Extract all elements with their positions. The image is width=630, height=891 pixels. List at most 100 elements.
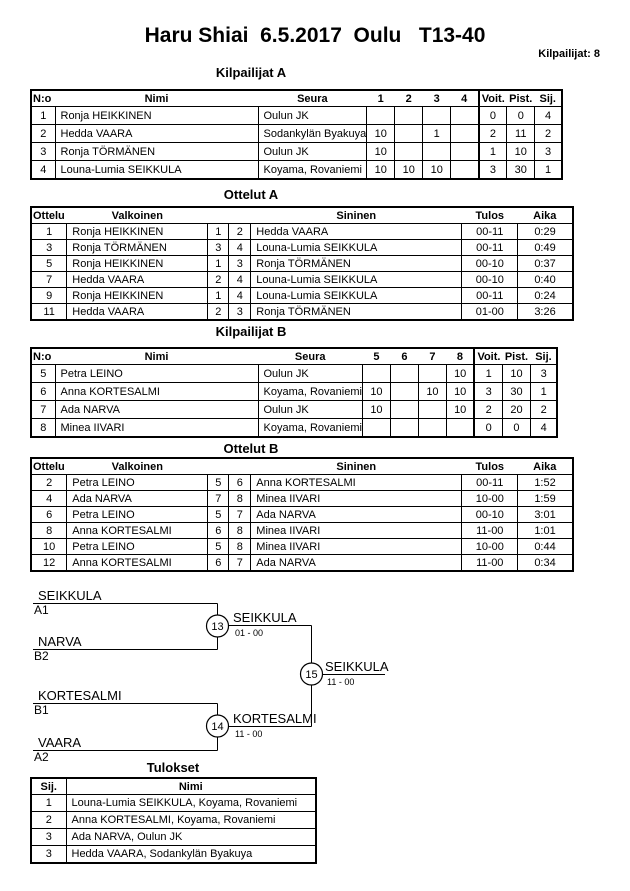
cell-r-0 xyxy=(361,364,391,383)
col-header-result: Tulos xyxy=(475,460,505,473)
cell-result: 00-11 xyxy=(461,287,519,304)
cell-place: 4 xyxy=(529,418,558,438)
final-match-number: 15 xyxy=(305,669,317,681)
col-header-wno xyxy=(208,458,229,475)
cell-r-2 xyxy=(417,418,447,438)
cell-points: 0 xyxy=(501,418,531,438)
cell-no: 2 xyxy=(30,124,56,143)
cell-time: 0:40 xyxy=(517,271,574,288)
cell-points: 0 xyxy=(506,106,536,125)
cell-time: 0:24 xyxy=(517,287,574,304)
cell-r-1 xyxy=(394,106,424,125)
cell-match: 11 xyxy=(30,303,68,321)
cell-name: Ada NARVA, Oulun JK xyxy=(65,828,317,846)
cell-white: Petra LEINO xyxy=(66,474,209,491)
cell-white: Ronja HEIKKINEN xyxy=(66,223,209,240)
col-header-r1: 1 xyxy=(377,92,384,105)
cell-wno: 7 xyxy=(207,490,230,507)
cell-points: 30 xyxy=(501,382,531,401)
cell-place: 3 xyxy=(534,142,563,161)
cell-name: Hedda VAARA, Sodankylän Byakuya xyxy=(65,845,317,864)
cell-wno: 3 xyxy=(207,239,230,256)
match-15-circle xyxy=(299,662,324,686)
col-header-match: Ottelu xyxy=(33,209,65,222)
col-header-r2: 2 xyxy=(405,92,412,105)
cell-wno: 2 xyxy=(207,271,230,288)
cell-result: 10-00 xyxy=(461,538,519,555)
cell-blue: Ronja TÖRMÄNEN xyxy=(250,303,463,321)
cell-r-1 xyxy=(389,418,419,438)
cell-r-3 xyxy=(450,160,480,180)
semi1-top-name: SEIKKULA xyxy=(38,588,102,603)
cell-blue: Anna KORTESALMI xyxy=(250,474,463,491)
cell-no: 4 xyxy=(30,160,56,180)
cell-place: 1 xyxy=(534,160,563,180)
cell-club: Koyama, Rovaniemi xyxy=(257,418,363,438)
cell-wins: 2 xyxy=(477,124,508,143)
cell-time: 0:34 xyxy=(517,554,574,572)
semi2-score: 11 - 00 xyxy=(235,729,262,739)
header-row: N:o Nimi Seura 5 6 7 8 Voit. Pist. Sij. xyxy=(31,348,557,365)
cell-white: Ronja TÖRMÄNEN xyxy=(66,239,209,256)
cell-r-3 xyxy=(450,106,480,125)
cell-bno: 8 xyxy=(228,490,252,507)
cell-white: Anna KORTESALMI xyxy=(66,554,209,572)
cell-no: 1 xyxy=(30,106,56,125)
cell-result: 00-10 xyxy=(461,506,519,523)
cell-wno: 2 xyxy=(207,303,230,321)
col-header-time: Aika xyxy=(533,460,557,473)
cell-name: Anna KORTESALMI xyxy=(54,382,259,401)
col-header-no: N:o xyxy=(33,350,52,363)
cell-white: Ronja HEIKKINEN xyxy=(66,255,209,272)
semi1-match-number: 13 xyxy=(211,621,223,633)
header-row: N:o Nimi Seura 1 2 3 4 Voit. Pist. Sij. xyxy=(31,90,562,107)
col-header-club: Seura xyxy=(297,92,328,105)
semi2-top-name: KORTESALMI xyxy=(38,688,122,703)
cell-no: 3 xyxy=(30,142,56,161)
cell-name: Louna-Lumia SEIKKULA xyxy=(54,160,259,180)
cell-wins: 1 xyxy=(477,142,508,161)
cell-blue: Louna-Lumia SEIKKULA xyxy=(250,287,463,304)
cell-place: 2 xyxy=(529,400,558,419)
cell-place: 1 xyxy=(30,794,67,812)
col-header-wno xyxy=(208,207,229,224)
cell-bno: 7 xyxy=(228,506,252,523)
cell-r-0 xyxy=(366,106,396,125)
matches-b-header: Ottelu Valkoinen Sininen Tulos Aika xyxy=(31,458,573,475)
cell-r-1 xyxy=(389,382,419,401)
cell-wno: 5 xyxy=(207,538,230,555)
col-header-place: Sij. xyxy=(31,778,67,795)
col-header-place: Sij. xyxy=(539,92,556,105)
cell-bno: 4 xyxy=(228,287,252,304)
cell-match: 10 xyxy=(30,538,68,555)
cell-bno: 4 xyxy=(228,271,252,288)
col-header-white: Valkoinen xyxy=(111,209,163,222)
cell-match: 8 xyxy=(30,522,68,539)
cell-no: 7 xyxy=(30,400,56,419)
cell-r-3: 10 xyxy=(445,364,475,383)
semi2-match-number: 14 xyxy=(211,721,223,733)
cell-name: Ronja HEIKKINEN xyxy=(54,106,259,125)
cell-place: 2 xyxy=(30,811,67,829)
cell-blue: Hedda VAARA xyxy=(250,223,463,240)
col-header-blue: Sininen xyxy=(336,209,377,222)
cell-time: 3:26 xyxy=(517,303,574,321)
cell-wins: 1 xyxy=(473,364,503,383)
cell-no: 5 xyxy=(30,364,56,383)
match-13-circle xyxy=(205,614,230,638)
cell-wno: 6 xyxy=(207,554,230,572)
cell-club: Oulun JK xyxy=(257,142,368,161)
cell-r-2: 1 xyxy=(422,124,452,143)
cell-match: 9 xyxy=(30,287,68,304)
cell-match: 5 xyxy=(30,255,68,272)
cell-bno: 3 xyxy=(228,255,252,272)
cell-no: 6 xyxy=(30,382,56,401)
cell-r-2 xyxy=(417,364,447,383)
